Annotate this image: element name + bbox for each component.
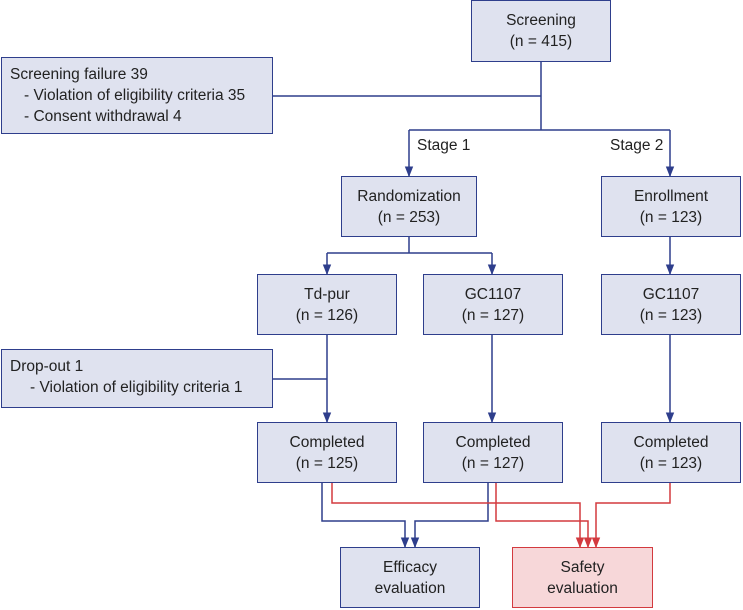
- gc1107-stage2-title: GC1107: [642, 285, 700, 303]
- dropout-box: Drop-out 1 - Violation of eligibility cr…: [1, 349, 273, 408]
- safety-line2: evaluation: [547, 579, 618, 597]
- completed-gc1-box: Completed (n = 127): [423, 422, 563, 483]
- completed-td-box: Completed (n = 125): [257, 422, 397, 483]
- screening-n: (n = 415): [509, 33, 573, 50]
- safety-line1: Safety: [560, 558, 605, 576]
- td-pur-n: (n = 126): [295, 306, 359, 324]
- completed-gc2-n: (n = 123): [639, 454, 703, 472]
- efficacy-evaluation-box: Efficacy evaluation: [340, 547, 480, 608]
- screening-failure-reason: - Consent withdrawal 4: [24, 108, 182, 125]
- dropout-title: Drop-out 1: [10, 358, 84, 375]
- td-pur-box: Td-pur (n = 126): [257, 274, 397, 335]
- screening-title: Screening: [506, 12, 576, 29]
- enrollment-title: Enrollment: [633, 187, 709, 205]
- gc1107-stage1-title: GC1107: [464, 285, 522, 303]
- gc1107-stage1-box: GC1107 (n = 127): [423, 274, 563, 335]
- safety-evaluation-box: Safety evaluation: [512, 547, 653, 608]
- screening-box: Screening (n = 415): [471, 0, 611, 62]
- gc1107-stage2-box: GC1107 (n = 123): [601, 274, 741, 335]
- gc1107-stage1-n: (n = 127): [461, 306, 525, 324]
- enrollment-n: (n = 123): [639, 208, 703, 226]
- completed-gc2-title: Completed: [633, 433, 709, 451]
- dropout-reason: - Violation of eligibility criteria 1: [30, 379, 243, 396]
- screening-failure-box: Screening failure 39 - Violation of elig…: [1, 57, 273, 134]
- completed-gc2-box: Completed (n = 123): [601, 422, 741, 483]
- screening-failure-reason: - Violation of eligibility criteria 35: [24, 87, 246, 104]
- efficacy-line1: Efficacy: [383, 558, 437, 576]
- arrow-td-to-efficacy: [321, 483, 410, 549]
- arrow-td-to-safety: [331, 483, 585, 549]
- enrollment-box: Enrollment (n = 123): [601, 176, 741, 237]
- randomization-box: Randomization (n = 253): [341, 176, 477, 237]
- efficacy-line2: evaluation: [374, 579, 446, 597]
- stage-1-label: Stage 1: [417, 137, 471, 154]
- completed-td-n: (n = 125): [295, 454, 359, 472]
- stage-2-label: Stage 2: [610, 137, 664, 154]
- completed-gc1-title: Completed: [455, 433, 531, 451]
- completed-td-title: Completed: [289, 433, 365, 451]
- randomization-title: Randomization: [357, 187, 461, 205]
- randomization-n: (n = 253): [377, 208, 441, 226]
- arrow-gc1-to-safety: [495, 483, 593, 549]
- td-pur-title: Td-pur: [304, 285, 350, 303]
- screening-failure-title: Screening failure 39: [10, 66, 148, 83]
- arrow-gc2-to-safety: [591, 483, 671, 549]
- gc1107-stage2-n: (n = 123): [639, 306, 703, 324]
- completed-gc1-n: (n = 127): [461, 454, 525, 472]
- arrow-gc1-to-efficacy: [410, 483, 489, 549]
